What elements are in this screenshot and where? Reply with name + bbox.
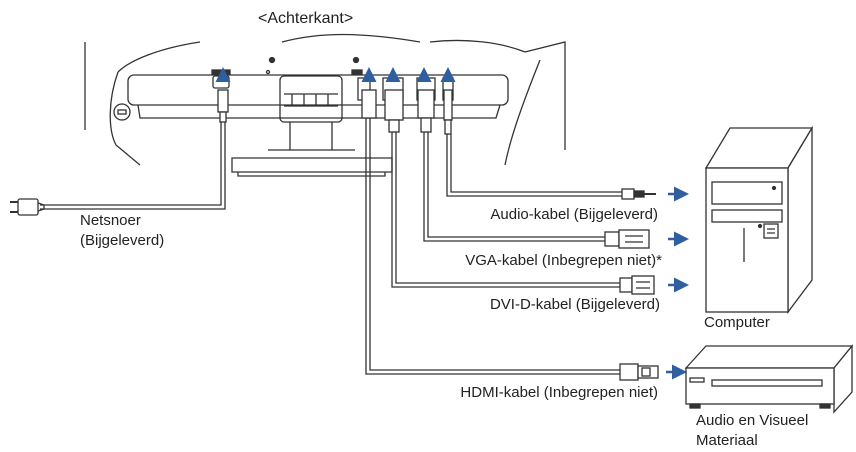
power-cord-label-line1: Netsnoer <box>80 212 141 229</box>
computer-icon <box>704 125 814 314</box>
av-device-label-line1: Audio en Visueel <box>696 412 809 429</box>
diagram-title: <Achterkant> <box>258 10 354 27</box>
dvi-cable-label: DVI-D-kabel (Bijgeleverd) <box>489 296 660 313</box>
av-device-label-line2: Materiaal <box>696 432 758 449</box>
audio-cable-label: Audio-kabel (Bijgeleverd) <box>490 206 658 223</box>
power-cord-label-line2: (Bijgeleverd) <box>80 232 165 249</box>
hdmi-cable-label: HDMI-kabel (Inbegrepen niet) <box>460 384 658 401</box>
computer-label: Computer <box>704 314 770 331</box>
cables <box>10 89 659 381</box>
vga-cable-label: VGA-kabel (Inbegrepen niet)* <box>465 252 662 269</box>
av-device-icon <box>684 344 854 414</box>
device-arrows <box>666 186 689 380</box>
port-arrows <box>215 67 456 82</box>
monitor-rear <box>84 33 566 177</box>
